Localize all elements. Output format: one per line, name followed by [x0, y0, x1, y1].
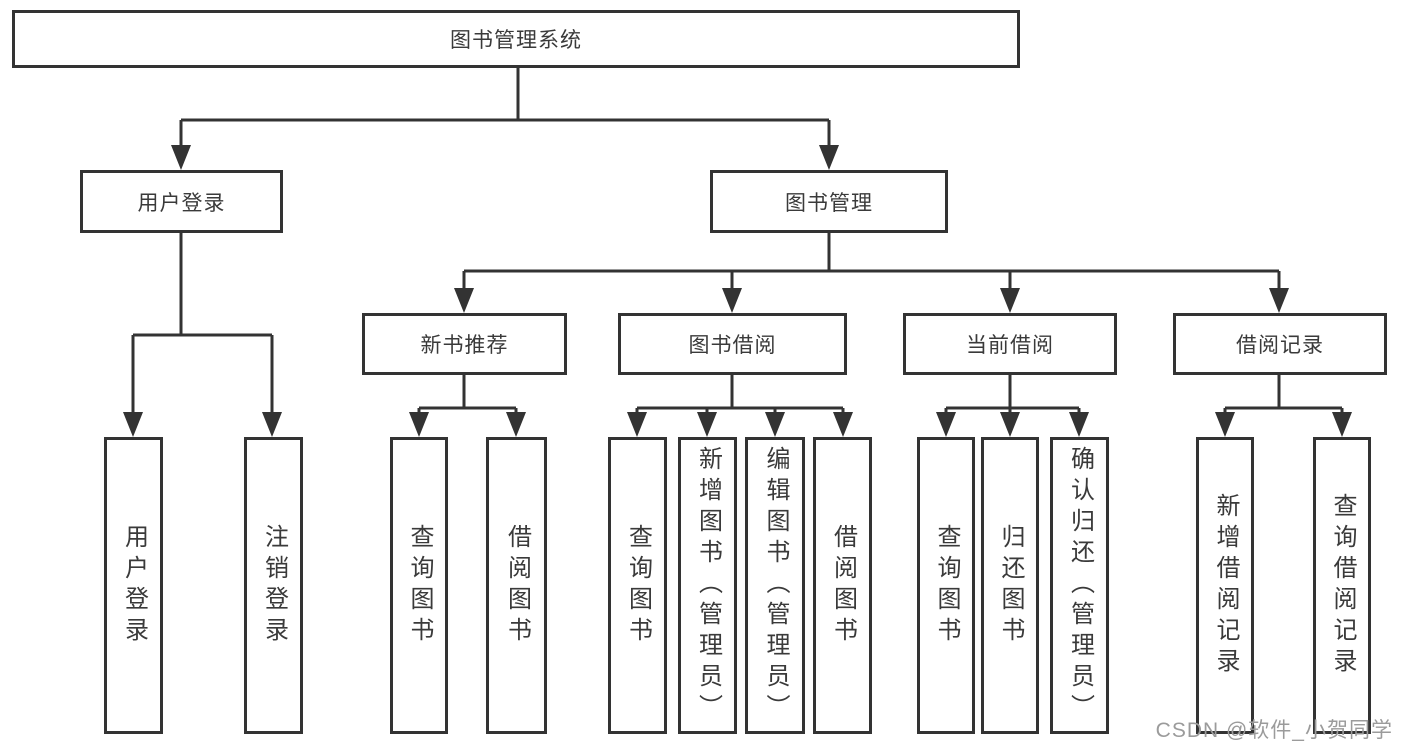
arrowhead-icon	[262, 412, 282, 437]
arrowhead-icon	[627, 412, 647, 437]
node-root-system: 图书管理系统	[12, 10, 1020, 68]
arrowhead-icon	[1000, 412, 1020, 437]
arrowhead-icon	[1269, 288, 1289, 313]
leaf-label: 借阅图书	[829, 523, 857, 648]
leaf-label: 确认归还（管理员）	[1066, 446, 1094, 725]
arrowhead-icon	[1332, 412, 1352, 437]
leaf-label: 查询图书	[406, 523, 433, 648]
node-borrow-records: 借阅记录	[1173, 313, 1387, 375]
leaf-label: 编辑图书（管理员）	[762, 446, 789, 725]
leaf-add-book-admin: 新增图书（管理员）	[678, 437, 737, 734]
arrowhead-icon	[722, 288, 742, 313]
leaf-label: 新增图书（管理员）	[694, 446, 722, 725]
arrowhead-icon	[936, 412, 956, 437]
csdn-watermark: CSDN @软件_小贺同学	[1155, 719, 1393, 742]
arrowhead-icon	[765, 412, 785, 437]
arrowhead-icon	[454, 288, 474, 313]
leaf-borrow-book-recommend: 借阅图书	[486, 437, 547, 734]
leaf-add-borrow-record: 新增借阅记录	[1196, 437, 1254, 734]
leaf-query-borrow-record: 查询借阅记录	[1313, 437, 1371, 734]
leaf-label: 新增借阅记录	[1212, 492, 1239, 679]
arrowhead-icon	[123, 412, 143, 437]
node-book-borrow: 图书借阅	[618, 313, 847, 375]
leaf-return-book: 归还图书	[981, 437, 1039, 734]
leaf-label: 查询图书	[933, 523, 960, 648]
leaf-query-current-book: 查询图书	[917, 437, 975, 734]
node-user-login: 用户登录	[80, 170, 283, 233]
leaf-label: 借阅图书	[503, 523, 531, 648]
arrowhead-icon	[171, 145, 191, 170]
arrowhead-icon	[1069, 412, 1089, 437]
leaf-label: 查询图书	[624, 523, 652, 648]
leaf-query-book-recommend: 查询图书	[390, 437, 448, 734]
node-current-borrow: 当前借阅	[903, 313, 1117, 375]
leaf-label: 归还图书	[997, 523, 1024, 648]
arrowhead-icon	[819, 145, 839, 170]
node-book-management: 图书管理	[710, 170, 948, 233]
arrowhead-icon	[409, 412, 429, 437]
leaf-label: 注销登录	[260, 523, 288, 648]
leaf-logout: 注销登录	[244, 437, 303, 734]
arrowhead-icon	[697, 412, 717, 437]
leaf-query-book: 查询图书	[608, 437, 667, 734]
arrowhead-icon	[1215, 412, 1235, 437]
leaf-confirm-return-admin: 确认归还（管理员）	[1050, 437, 1109, 734]
leaf-edit-book-admin: 编辑图书（管理员）	[745, 437, 805, 734]
arrowhead-icon	[506, 412, 526, 437]
leaf-label: 用户登录	[120, 523, 148, 648]
node-new-book-recommend: 新书推荐	[362, 313, 567, 375]
arrowhead-icon	[1000, 288, 1020, 313]
leaf-borrow-book: 借阅图书	[813, 437, 872, 734]
leaf-user-login: 用户登录	[104, 437, 163, 734]
arrowhead-icon	[833, 412, 853, 437]
leaf-label: 查询借阅记录	[1329, 492, 1356, 679]
